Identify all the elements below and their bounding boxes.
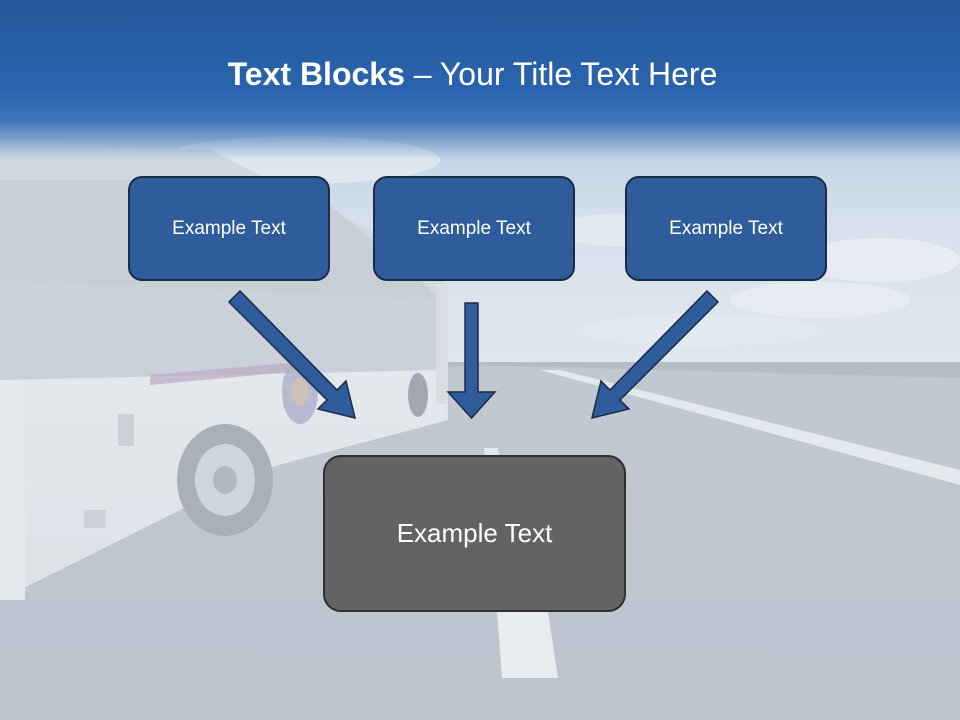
text-block-label: Example Text <box>172 217 286 239</box>
text-block-bottom[interactable]: Example Text <box>323 455 626 612</box>
text-block-top-right[interactable]: Example Text <box>625 176 827 281</box>
text-block-top-center[interactable]: Example Text <box>373 176 575 281</box>
text-block-label: Example Text <box>396 518 553 548</box>
title-bar <box>0 0 960 160</box>
text-block-label: Example Text <box>669 217 783 239</box>
title-dash: – <box>404 56 440 92</box>
slide-title: Text Blocks – Your Title Text Here <box>0 52 945 96</box>
title-rest-text: Your Title Text Here <box>439 56 718 92</box>
text-block-label: Example Text <box>417 217 531 239</box>
title-bold-text: Text Blocks <box>227 56 405 92</box>
text-block-top-left[interactable]: Example Text <box>128 176 330 281</box>
